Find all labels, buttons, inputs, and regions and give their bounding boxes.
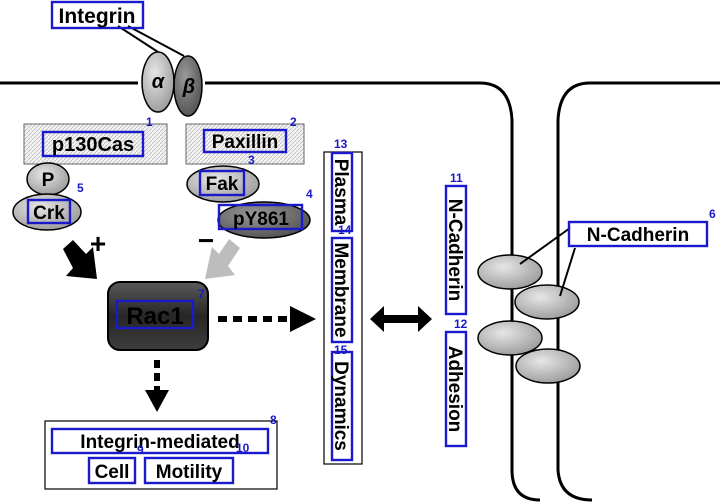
phosphate-label: P — [42, 170, 55, 191]
integrin-beta-symbol: β — [182, 76, 195, 98]
adhesion-label-box — [444, 330, 468, 448]
marker-5: 5 — [77, 181, 84, 195]
motility-label-box — [143, 456, 235, 485]
n-cadherin-label: N-Cadherin — [587, 225, 689, 246]
marker-12: 12 — [454, 317, 468, 331]
cadherin-molecule-4 — [515, 348, 581, 384]
fak-label-box — [198, 169, 246, 197]
py861-label-box — [217, 203, 304, 231]
paxillin-label: Paxillin — [212, 132, 279, 153]
plasma-label: Plasma — [330, 159, 351, 226]
integrin-label-box — [50, 0, 145, 30]
activation-plus-sign: + — [90, 228, 106, 259]
rac1-to-motility-arrowhead — [145, 390, 169, 412]
rac1-to-membrane-arrowhead — [290, 306, 316, 332]
cadherin-pointer-line-1 — [519, 227, 571, 265]
marker-11: 11 — [450, 171, 463, 185]
motility-label: Motility — [156, 462, 223, 483]
marker-15: 15 — [334, 343, 348, 357]
cell-membrane-top — [0, 81, 720, 502]
fak-oval — [186, 165, 260, 203]
p130cas-label: p130Cas — [52, 134, 134, 156]
crk-to-rac1-arrow — [63, 240, 97, 279]
membrane-label-box — [330, 236, 354, 344]
marker-1: 1 — [146, 115, 153, 129]
cadherin-molecule-2 — [514, 284, 580, 320]
dynamics-label: Dynamics — [330, 361, 351, 451]
marker-8: 8 — [270, 413, 277, 427]
integrin-label: Integrin — [59, 5, 136, 28]
py861-to-rac1-arrow — [205, 239, 240, 279]
integrin-pointer-line-2 — [127, 25, 185, 57]
crk-oval — [12, 193, 82, 231]
rac1-label-box — [115, 299, 195, 330]
membrane-dynamics-box — [323, 151, 363, 465]
membrane-label: Membrane — [330, 242, 351, 337]
p130cas-label-box — [41, 130, 145, 158]
n-cadherin-vertical-label: N-Cadherin — [444, 199, 465, 301]
cadherin-molecule-1 — [477, 254, 543, 290]
crk-label-box — [26, 198, 72, 225]
marker-7: 7 — [198, 287, 205, 301]
integrin-beta-subunit — [173, 55, 203, 117]
crk-label: Crk — [33, 203, 65, 224]
rac1-block — [107, 281, 209, 351]
marker-4: 4 — [306, 187, 313, 201]
integrin-mediated-label-box — [50, 427, 270, 455]
integrin-pointer-line-1 — [117, 25, 159, 53]
marker-13: 13 — [334, 137, 348, 151]
marker-10: 10 — [236, 441, 250, 455]
fak-label: Fak — [206, 174, 239, 195]
cadherin-pointer-line-2 — [559, 247, 576, 297]
integrin-mediated-label: Integrin-mediated — [80, 432, 239, 453]
plasma-label-box — [330, 151, 354, 233]
n-cadherin-label-box — [567, 220, 709, 248]
cell-label-box — [87, 456, 137, 485]
adhesion-label: Adhesion — [444, 346, 465, 433]
motility-outcome-box — [44, 420, 278, 490]
cell-label: Cell — [95, 462, 130, 483]
marker-9: 9 — [137, 443, 144, 457]
rac1-label: Rac1 — [126, 303, 183, 330]
inhibition-minus-sign: − — [198, 225, 214, 256]
paxillin-label-box — [202, 128, 288, 154]
bidirectional-arrow — [370, 306, 432, 332]
cadherin-molecule-3 — [477, 320, 543, 356]
dynamics-label-box — [330, 350, 354, 462]
integrin-alpha-symbol: α — [152, 71, 166, 93]
py861-label: pY861 — [233, 209, 289, 230]
n-cadherin-vertical-label-box — [444, 184, 468, 316]
marker-2: 2 — [290, 115, 297, 129]
marker-14: 14 — [338, 223, 352, 237]
marker-6: 6 — [709, 207, 716, 221]
marker-3: 3 — [248, 153, 255, 167]
